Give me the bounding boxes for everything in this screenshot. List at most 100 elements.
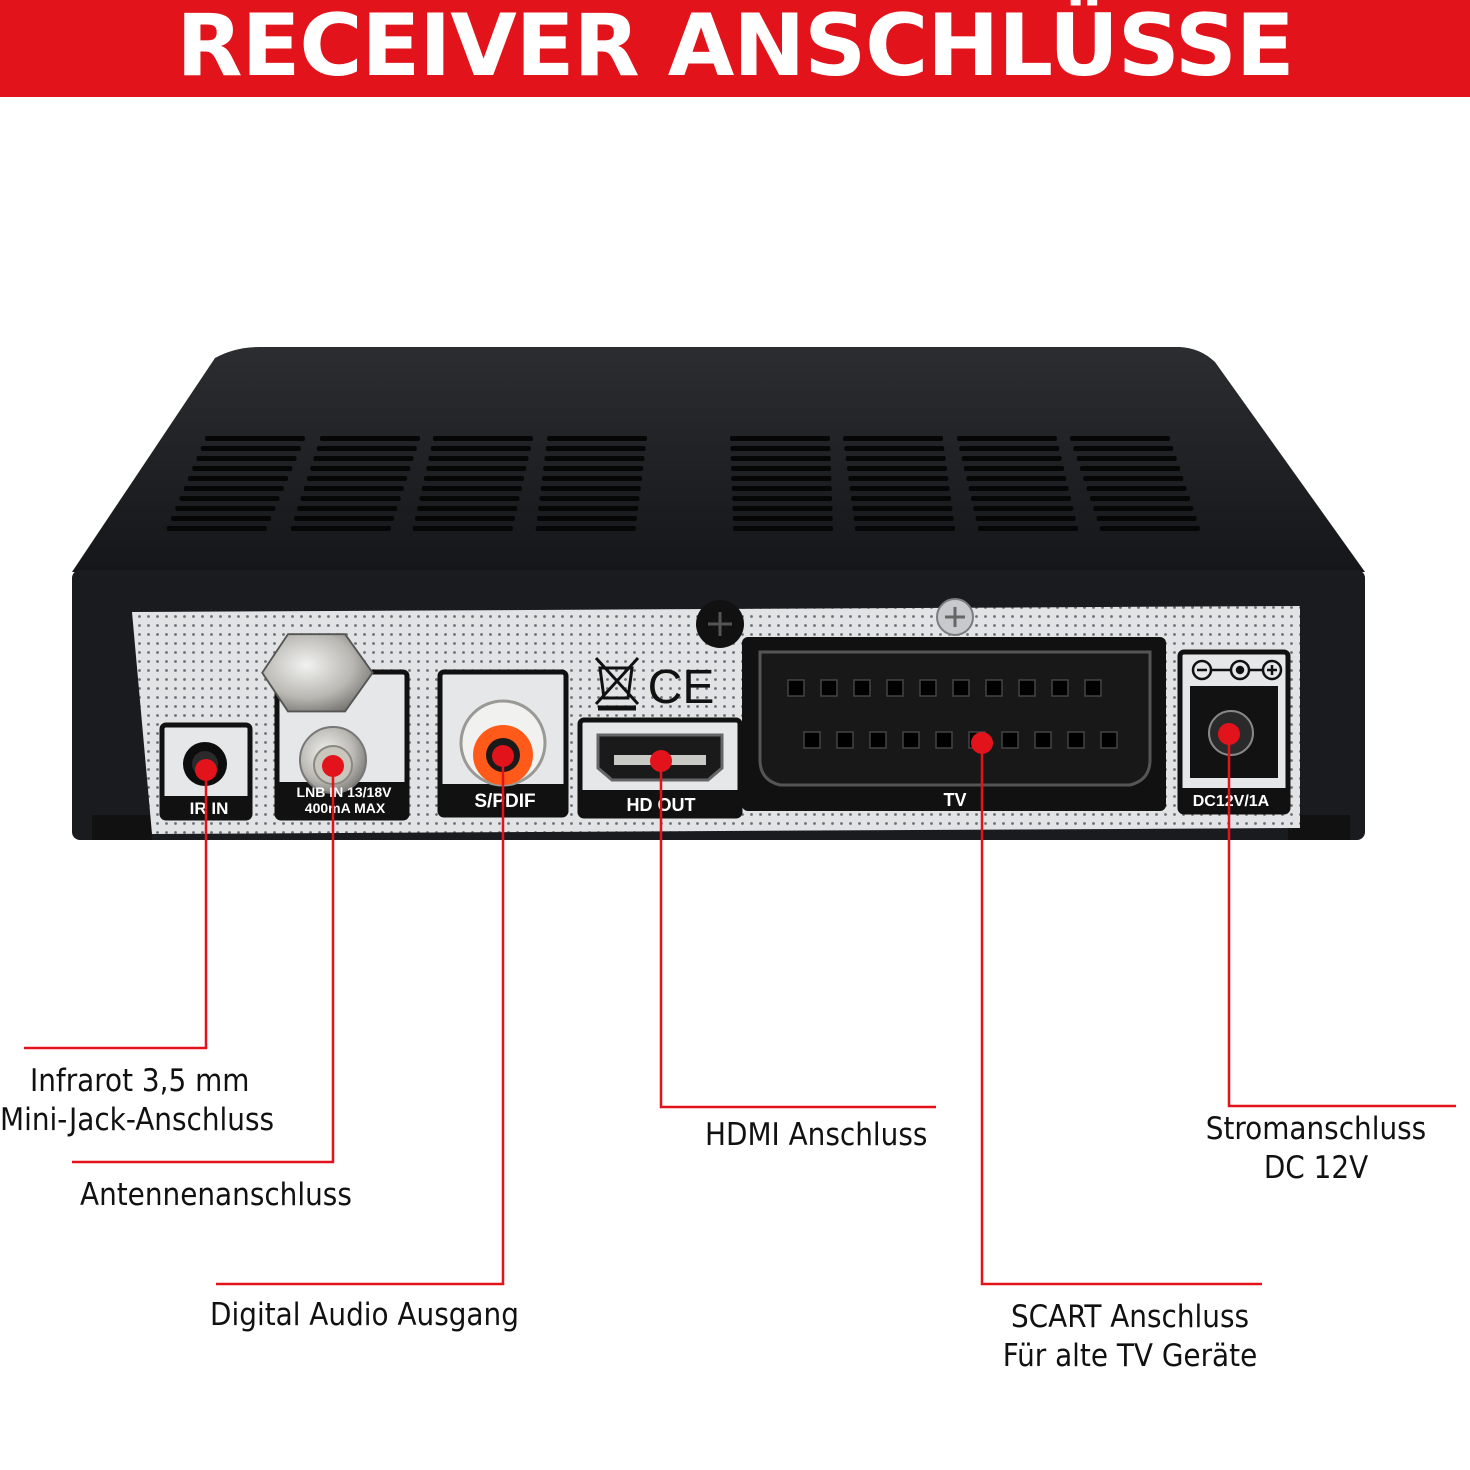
vent-slot: [966, 476, 1067, 481]
vent-slot: [855, 526, 955, 531]
vent-slot: [1096, 516, 1197, 521]
scart-pin: [985, 679, 1003, 697]
vent-slot: [1093, 506, 1194, 511]
callout-antenna: Antennenanschluss: [80, 1176, 352, 1215]
scart-pins: [787, 679, 1118, 749]
vent-slot: [731, 486, 832, 491]
lnb-in-port: LNB IN 13/18V 400mA MAX: [261, 633, 410, 821]
screw-right-icon: [936, 598, 974, 636]
vent-slot: [320, 436, 420, 441]
vent-slot: [417, 506, 518, 511]
marker-lnb-in: [322, 755, 344, 777]
leader-line-digital-audio: [216, 756, 505, 1286]
vent-slot: [171, 516, 272, 521]
vent-slot: [538, 506, 639, 511]
vent-slot: [539, 496, 640, 501]
vent-slot: [844, 446, 945, 451]
scart-pin: [869, 731, 887, 749]
callout-antenna-line1: Antennenanschluss: [80, 1177, 352, 1213]
vent-slot: [421, 486, 522, 491]
vent-slot: [1083, 476, 1184, 481]
ce-mark-icon: CE: [594, 656, 714, 714]
callout-digital-audio-line1: Digital Audio Ausgang: [210, 1297, 519, 1333]
lnb-current-label: 400mA MAX: [305, 800, 386, 816]
vent-slot: [179, 496, 280, 501]
spdif-label: S/PDIF: [474, 791, 535, 812]
lnb-in-label: LNB IN 13/18V: [297, 784, 393, 800]
vent-slot: [205, 436, 305, 441]
vent-slot: [961, 456, 1062, 461]
scart-pin: [836, 731, 854, 749]
callout-power-line2: DC 12V: [1263, 1150, 1369, 1186]
vent-slot: [310, 466, 411, 471]
scart-pin: [1001, 731, 1019, 749]
vent-slot: [957, 436, 1057, 441]
marker-scart: [971, 732, 993, 754]
scart-pin: [952, 679, 970, 697]
callout-infrared: Infrarot 3,5 mm Mini-Jack-Anschluss: [0, 1062, 278, 1140]
vent-slot: [290, 526, 391, 531]
scart-pin: [820, 679, 838, 697]
vent-slot: [733, 526, 834, 531]
vent-slot: [300, 496, 401, 501]
scart-pin: [1067, 731, 1085, 749]
marker-spdif: [492, 745, 514, 767]
vent-slot: [847, 466, 947, 471]
scart-port: TV: [742, 637, 1166, 811]
vent-slot: [730, 446, 831, 451]
vent-slot: [964, 466, 1064, 471]
marker-dc: [1218, 723, 1240, 745]
callout-hdmi-line1: HDMI Anschluss: [705, 1117, 928, 1153]
tv-label: TV: [943, 790, 966, 810]
vent-slot: [852, 506, 953, 511]
vent-slot: [973, 506, 1074, 511]
scart-pin: [803, 731, 821, 749]
vent-slot: [543, 466, 644, 471]
page-title: RECEIVER ANSCHLÜSSE: [176, 0, 1294, 96]
callout-infrared-line1: Infrarot 3,5 mm: [30, 1063, 250, 1099]
device-foot-left: [92, 815, 152, 840]
vent-slot: [426, 466, 527, 471]
vent-slot: [419, 496, 520, 501]
scart-pin: [1051, 679, 1069, 697]
callout-scart-line2: Für alte TV Geräte: [1002, 1338, 1258, 1374]
vent-slot: [848, 476, 949, 481]
vent-slot: [1070, 436, 1170, 441]
dc-label: DC12V/1A: [1193, 793, 1270, 810]
vent-slot: [415, 516, 515, 521]
vent-slot: [294, 516, 395, 521]
scart-pin: [1018, 679, 1036, 697]
scart-pin: [853, 679, 871, 697]
port-markers: [195, 723, 1240, 781]
vent-slot: [851, 496, 951, 501]
vent-slot: [200, 446, 301, 451]
vent-slot: [731, 466, 831, 471]
vent-slot: [433, 436, 533, 441]
callout-scart: SCART Anschluss Für alte TV Geräte: [1000, 1298, 1260, 1376]
leader-line-infrared: [24, 770, 208, 1050]
vent-slot: [428, 456, 529, 461]
vent-slot: [297, 506, 398, 511]
marker-hd-out: [650, 750, 672, 772]
vent-slot: [853, 516, 954, 521]
scart-pin: [1100, 731, 1118, 749]
scart-pin: [919, 679, 937, 697]
vent-slot: [547, 436, 647, 441]
vent-slot: [1086, 486, 1187, 491]
leader-line-antenna: [72, 766, 335, 1164]
vent-slot: [535, 526, 636, 531]
vent-slot: [732, 496, 833, 501]
screw-left-icon: [696, 600, 744, 648]
vent-slot: [959, 446, 1060, 451]
callout-infrared-line2: Mini-Jack-Anschluss: [0, 1102, 275, 1138]
vent-slot: [196, 456, 297, 461]
vent-slot: [968, 486, 1069, 491]
vent-slot: [975, 516, 1076, 521]
callout-power-line1: Stromanschluss: [1205, 1111, 1427, 1147]
vent-slot: [843, 436, 943, 441]
vent-slot: [1076, 456, 1177, 461]
vent-slot: [303, 486, 404, 491]
title-banner: RECEIVER ANSCHLÜSSE: [0, 0, 1470, 97]
callout-power: Stromanschluss DC 12V: [1200, 1110, 1432, 1188]
vent-slot: [1090, 496, 1190, 501]
